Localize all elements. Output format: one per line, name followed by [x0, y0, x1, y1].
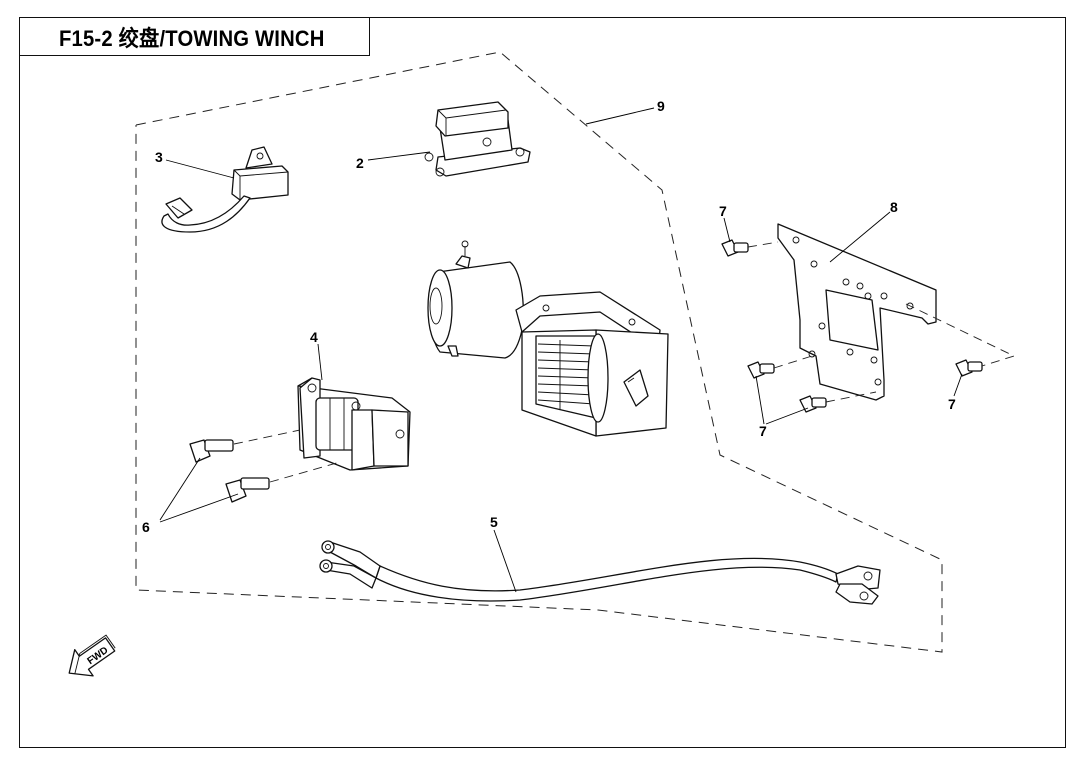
part-relay	[424, 101, 531, 177]
hardware-leader-lines	[233, 241, 1016, 483]
part-winch-assembly	[427, 240, 669, 437]
callout-5: 5	[490, 514, 498, 530]
cable-drum-lines	[537, 340, 595, 410]
part-roller-fairlead	[297, 377, 411, 471]
callout-8: 8	[890, 199, 898, 215]
drawing-frame	[19, 17, 1066, 748]
fwd-arrow-icon: FWD	[68, 634, 116, 677]
title-block: F15-2 绞盘/TOWING WINCH	[19, 17, 370, 56]
assembly-boundary	[135, 51, 943, 653]
part-battery-cable	[319, 540, 881, 605]
part-fairlead-bolts	[189, 439, 270, 503]
callout-4: 4	[310, 329, 318, 345]
mounting-plate-holes	[792, 236, 914, 386]
callout-7-top: 7	[719, 203, 727, 219]
part-mounting-plate	[777, 223, 937, 401]
part-plate-bolts	[721, 239, 983, 413]
callout-6: 6	[142, 519, 150, 535]
part-control-switch	[161, 146, 289, 233]
callout-leaders	[159, 107, 963, 593]
callout-2: 2	[356, 155, 364, 171]
page-title: F15-2 绞盘/TOWING WINCH	[59, 26, 325, 51]
callout-9: 9	[657, 98, 665, 114]
callout-7-right: 7	[948, 396, 956, 412]
callout-3: 3	[155, 149, 163, 165]
callout-7-bottom: 7	[759, 423, 767, 439]
